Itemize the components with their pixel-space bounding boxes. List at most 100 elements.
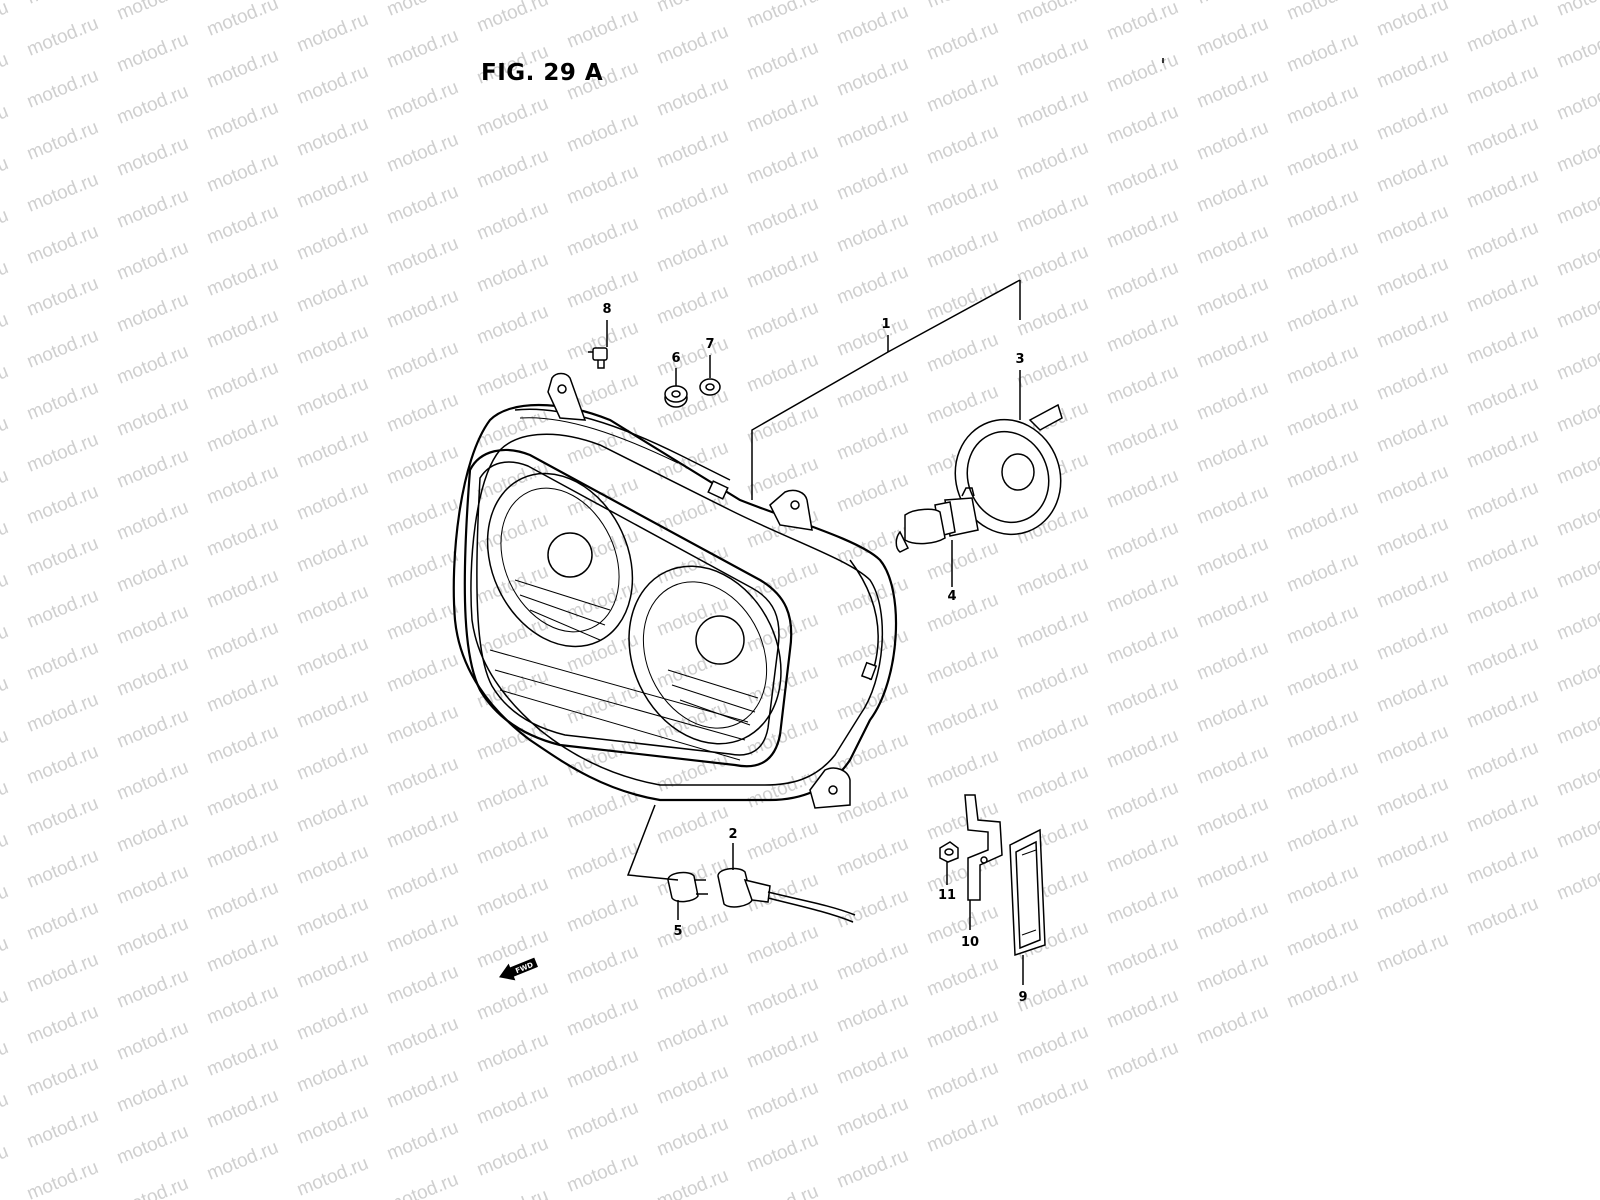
watermark-text: motod.ru bbox=[1014, 241, 1091, 289]
watermark-text: motod.ru bbox=[1374, 305, 1451, 353]
watermark-text: motod.ru bbox=[744, 1129, 821, 1177]
watermark-text: motod.ru bbox=[114, 1121, 191, 1169]
watermark-text: motod.ru bbox=[1374, 513, 1451, 561]
watermark-text: motod.ru bbox=[0, 985, 11, 1033]
watermark-text: motod.ru bbox=[654, 905, 731, 953]
watermark-text: motod.ru bbox=[474, 1133, 551, 1181]
watermark-text: motod.ru bbox=[294, 997, 371, 1045]
watermark-text: motod.ru bbox=[114, 757, 191, 805]
watermark-text: motod.ru bbox=[114, 601, 191, 649]
watermark-text: motod.ru bbox=[1464, 841, 1541, 889]
watermark-text: motod.ru bbox=[924, 173, 1001, 221]
watermark-text: motod.ru bbox=[1284, 549, 1361, 597]
watermark-text: motod.ru bbox=[0, 829, 11, 877]
watermark-text: motod.ru bbox=[1554, 25, 1600, 73]
watermark-text: motod.ru bbox=[24, 741, 101, 789]
watermark-text: motod.ru bbox=[564, 1097, 641, 1145]
watermark-text: motod.ru bbox=[924, 1005, 1001, 1053]
watermark-text: motod.ru bbox=[474, 977, 551, 1025]
watermark-text: motod.ru bbox=[1014, 137, 1091, 185]
watermark-text: motod.ru bbox=[654, 73, 731, 121]
watermark-text: motod.ru bbox=[744, 0, 821, 33]
watermark-text: motod.ru bbox=[834, 1093, 911, 1141]
watermark-text: motod.ru bbox=[204, 1085, 281, 1133]
watermark-text: motod.ru bbox=[204, 409, 281, 457]
watermark-text: motod.ru bbox=[1554, 441, 1600, 489]
watermark-text: motod.ru bbox=[204, 617, 281, 665]
watermark-text: motod.ru bbox=[24, 845, 101, 893]
watermark-text: motod.ru bbox=[24, 0, 101, 9]
watermark-text: motod.ru bbox=[294, 685, 371, 733]
watermark-text: motod.ru bbox=[24, 1053, 101, 1101]
watermark-text: motod.ru bbox=[1554, 337, 1600, 385]
watermark-text: motod.ru bbox=[654, 957, 731, 1005]
watermark-text: motod.ru bbox=[1374, 565, 1451, 613]
watermark-text: motod.ru bbox=[0, 49, 11, 97]
watermark-text: motod.ru bbox=[1554, 233, 1600, 281]
watermark-text: motod.ru bbox=[834, 833, 911, 881]
watermark-text: motod.ru bbox=[0, 673, 11, 721]
watermark-text: motod.ru bbox=[204, 721, 281, 769]
watermark-text: motod.ru bbox=[1104, 413, 1181, 461]
watermark-text: motod.ru bbox=[1104, 673, 1181, 721]
watermark-text: motod.ru bbox=[744, 557, 821, 605]
watermark-text: motod.ru bbox=[24, 481, 101, 529]
watermark-text: motod.ru bbox=[474, 769, 551, 817]
watermark-text: motod.ru bbox=[204, 877, 281, 925]
watermark-text: motod.ru bbox=[474, 301, 551, 349]
watermark-text: motod.ru bbox=[1284, 913, 1361, 961]
watermark-text: motod.ru bbox=[1194, 1001, 1271, 1049]
watermark-text: motod.ru bbox=[204, 929, 281, 977]
watermark-text: motod.ru bbox=[384, 441, 461, 489]
watermark-text: motod.ru bbox=[474, 405, 551, 453]
watermark-text: motod.ru bbox=[474, 353, 551, 401]
watermark-text: motod.ru bbox=[204, 149, 281, 197]
watermark-text: motod.ru bbox=[474, 0, 551, 37]
watermark-text: motod.ru bbox=[1104, 725, 1181, 773]
watermark-text: motod.ru bbox=[1014, 0, 1091, 29]
watermark-text: motod.ru bbox=[204, 253, 281, 301]
watermark-text: motod.ru bbox=[24, 793, 101, 841]
watermark-text: motod.ru bbox=[0, 413, 11, 461]
watermark-text: motod.ru bbox=[384, 0, 461, 21]
watermark-text: motod.ru bbox=[1464, 217, 1541, 265]
watermark-text: motod.ru bbox=[744, 973, 821, 1021]
watermark-text: motod.ru bbox=[1104, 933, 1181, 981]
watermark-text: motod.ru bbox=[1194, 273, 1271, 321]
callout-2: 2 bbox=[728, 827, 737, 842]
watermark-text: motod.ru bbox=[1464, 61, 1541, 109]
watermark-text: motod.ru bbox=[1284, 0, 1361, 25]
watermark-text: motod.ru bbox=[1284, 705, 1361, 753]
watermark-text: motod.ru bbox=[114, 289, 191, 337]
watermark-text: motod.ru bbox=[1374, 357, 1451, 405]
watermark-text: motod.ru bbox=[474, 1029, 551, 1077]
watermark-text: motod.ru bbox=[924, 329, 1001, 377]
watermark-text: motod.ru bbox=[294, 373, 371, 421]
watermark-text: motod.ru bbox=[1014, 1073, 1091, 1121]
watermark-text: motod.ru bbox=[1284, 133, 1361, 181]
watermark-text: motod.ru bbox=[924, 69, 1001, 117]
watermark-text: motod.ru bbox=[204, 825, 281, 873]
watermark-text: motod.ru bbox=[654, 333, 731, 381]
watermark-text: motod.ru bbox=[1014, 709, 1091, 757]
watermark-text: motod.ru bbox=[1464, 893, 1541, 941]
watermark-text: motod.ru bbox=[294, 789, 371, 837]
watermark-text: motod.ru bbox=[834, 417, 911, 465]
watermark-text: motod.ru bbox=[204, 981, 281, 1029]
watermark-text: motod.ru bbox=[1104, 621, 1181, 669]
headlight-housing bbox=[452, 372, 898, 809]
watermark-text: motod.ru bbox=[834, 937, 911, 985]
watermark-text: motod.ru bbox=[204, 773, 281, 821]
watermark-text: motod.ru bbox=[1464, 113, 1541, 161]
watermark-text: motod.ru bbox=[1374, 721, 1451, 769]
watermark-text: motod.ru bbox=[204, 0, 281, 41]
watermark-text: motod.ru bbox=[1374, 409, 1451, 457]
watermark-text: motod.ru bbox=[1554, 649, 1600, 697]
watermark-text: motod.ru bbox=[294, 61, 371, 109]
watermark-text: motod.ru bbox=[1194, 13, 1271, 61]
screw-part bbox=[588, 347, 608, 369]
watermark-text: motod.ru bbox=[474, 1185, 551, 1200]
watermark-text: motod.ru bbox=[384, 701, 461, 749]
watermark-text: motod.ru bbox=[1374, 877, 1451, 925]
watermark-text: motod.ru bbox=[1464, 165, 1541, 213]
